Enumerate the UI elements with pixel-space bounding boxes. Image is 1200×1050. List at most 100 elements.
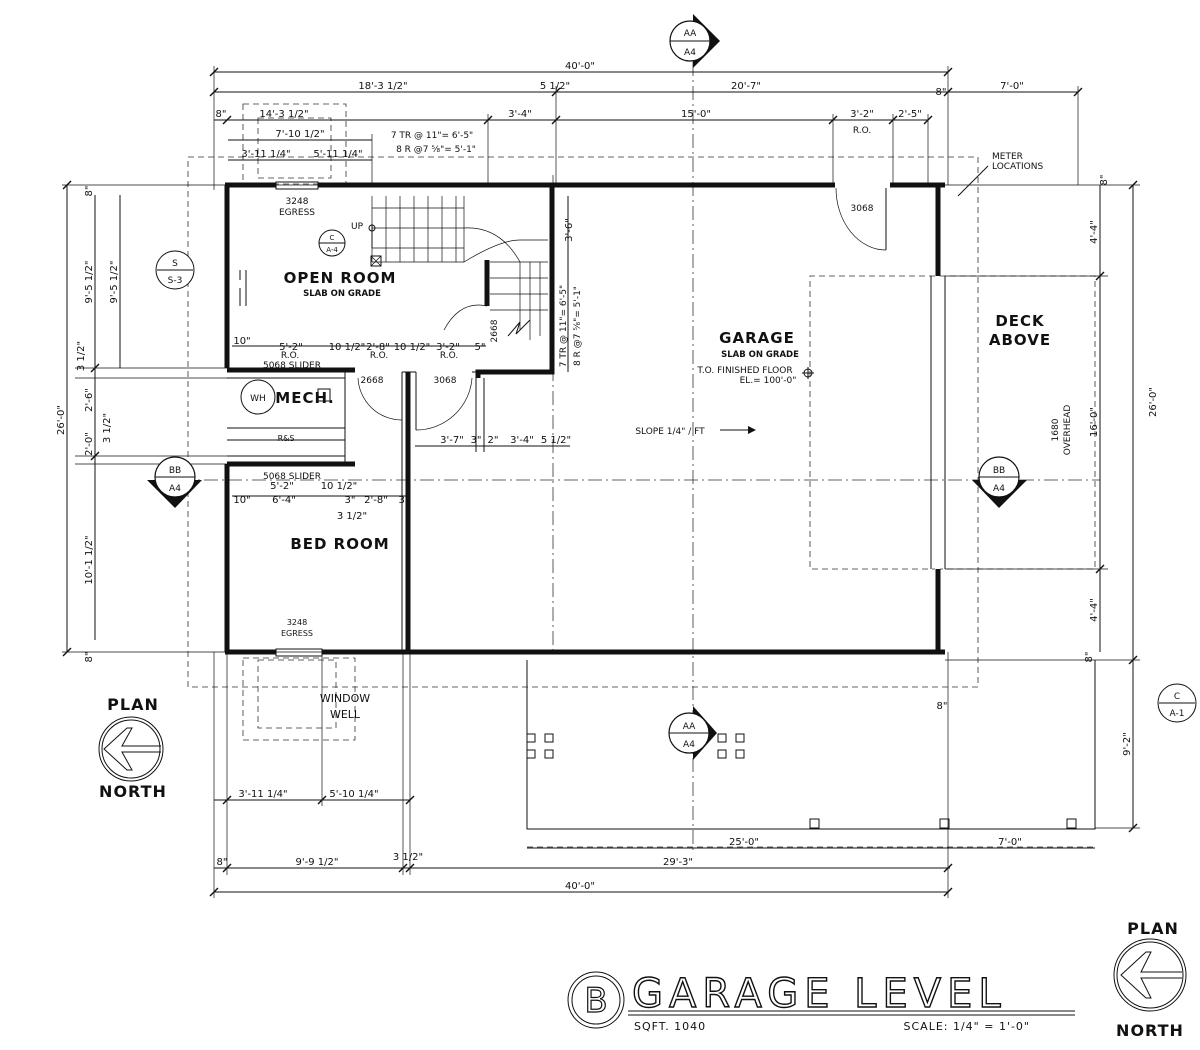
dim-left-b: 9'-5 1/2" — [109, 261, 120, 304]
meter-label: METER — [992, 152, 1023, 162]
dim-int-10d: 10 1/2" — [321, 481, 358, 492]
section-tag-bb-left: BB A4 — [147, 456, 202, 508]
north-arrow-left-icon — [103, 727, 161, 771]
dim-left-8b: 8" — [84, 652, 95, 663]
dimension-text: 40'-0" 18'-3 1/2" 5 1/2" 20'-7" 7'-0" 8"… — [56, 61, 1159, 892]
ro-label-2: R.O. — [370, 351, 388, 361]
title-block: B GARAGE LEVEL SQFT. 1040 SCALE: 1/4" = … — [567, 970, 1075, 1033]
dim-int-32: 3'-2" — [436, 342, 460, 353]
dim-int-3c: 3" — [399, 495, 410, 506]
side-window — [239, 270, 247, 306]
stairs — [368, 196, 548, 340]
mech-label: MECH. — [275, 389, 334, 407]
egress-window-bottom — [275, 648, 323, 657]
section-tag-a4-mid-label: A4 — [683, 740, 695, 750]
floor-elevation-value: EL.= 100'-0" — [740, 376, 797, 386]
meter-leader — [957, 165, 989, 197]
window-well-label-2: WELL — [330, 708, 361, 721]
door-3068-hall — [415, 372, 473, 431]
dim-int-28b: 2'-8" — [364, 495, 388, 506]
window-well-label: WINDOW — [320, 692, 370, 705]
stair-tread-note-vertical: 7 TR @ 11"= 6'-5" — [559, 285, 569, 367]
detail-tag-s-label: S — [172, 259, 178, 269]
dimension-lines — [62, 66, 1140, 898]
meter-locations-label: LOCATIONS — [992, 162, 1043, 172]
plan-notes: 3248 EGRESS 3248 EGRESS UP 7 TR @ 11"= 6… — [263, 126, 1073, 721]
slope-label: SLOPE 1/4" / FT — [635, 427, 705, 437]
section-tag-bb-left-label: BB — [169, 466, 181, 476]
door-2668-label: 2668 — [361, 376, 384, 386]
overhead-door-number: 1680 — [1051, 418, 1061, 441]
dim-top-total: 40'-0" — [565, 61, 595, 72]
dim-int-312: 3 1/2" — [337, 511, 367, 522]
deck-above-label: ABOVE — [989, 331, 1051, 349]
dim-int-52a: 5'-2" — [279, 342, 303, 353]
dim-row2-f: 2'-5" — [898, 109, 922, 120]
dim-int-36: 3'-6" — [564, 218, 575, 242]
detail-tag-c2-label: C — [1174, 692, 1180, 702]
dim-right-44a: 4'-4" — [1089, 220, 1100, 244]
title-sqft: SQFT. 1040 — [634, 1020, 706, 1033]
floor-elevation-label: T.O. FINISHED FLOOR — [696, 366, 792, 376]
dim-int-3: 3" — [471, 435, 482, 446]
title-letter: B — [584, 981, 607, 1021]
up-label: UP — [351, 222, 364, 232]
dim-int-2: 2" — [488, 435, 499, 446]
dim-row4-b: 5'-11 1/4" — [313, 149, 362, 160]
ro-label-1: R.O. — [281, 351, 299, 361]
dim-row4-a: 3'-11 1/4" — [241, 149, 290, 160]
detail-tag-a4c-label: A-4 — [326, 246, 338, 254]
detail-tag-a1-label: A-1 — [1170, 709, 1185, 719]
dimension-ticks — [62, 67, 1138, 897]
slope-arrow — [720, 426, 756, 434]
stair-riser-note: 8 R @7 ⅝"= 5'-1" — [396, 145, 476, 155]
dim-bottom-total: 40'-0" — [565, 881, 595, 892]
dim-int-5: 5" — [475, 342, 486, 353]
dim-bottom-99: 9'-9 1/2" — [296, 857, 339, 868]
dim-int-64: 6'-4" — [272, 495, 296, 506]
door-3068-hall-label: 3068 — [434, 376, 457, 386]
deck-label: DECK — [995, 312, 1045, 330]
overhead-door-label: OVERHEAD — [1063, 405, 1073, 456]
dim-left-d: 2'-6" — [84, 388, 95, 412]
garage-sub-label: SLAB ON GRADE — [721, 350, 799, 360]
section-tag-a4-right-label: A4 — [993, 484, 1005, 494]
dim-row2-c: 3'-4" — [508, 109, 532, 120]
dim-bottom-8b: 8" — [217, 857, 228, 868]
water-heater — [240, 379, 331, 415]
dim-bottom-293: 29'-3" — [663, 857, 693, 868]
door-3068-garage — [835, 187, 887, 251]
section-tag-a4-left-label: A4 — [169, 484, 181, 494]
driveway-outline — [526, 660, 1096, 848]
egress-top-label: EGRESS — [279, 208, 315, 218]
open-room-sub-label: SLAB ON GRADE — [303, 289, 381, 299]
egress-bottom-number: 3248 — [287, 618, 307, 627]
north-arrow-right-north: NORTH — [1116, 1021, 1184, 1040]
dim-int-37: 3'-7" — [440, 435, 464, 446]
dim-int-3b: 3" — [345, 495, 356, 506]
section-tag-bb-right: BB A4 — [972, 456, 1027, 508]
egress-bottom-label: EGRESS — [281, 629, 313, 638]
detail-tag-s3: S S-3 — [155, 250, 195, 290]
title-text: GARAGE LEVEL — [632, 971, 1007, 1017]
dim-top-b: 5 1/2" — [540, 81, 570, 92]
dim-bottom-312: 3 1/2" — [393, 852, 423, 863]
dim-right-16: 16'-0" — [1089, 407, 1100, 437]
section-tag-a4-top-label: A4 — [684, 48, 696, 58]
dim-right-44b: 4'-4" — [1089, 598, 1100, 622]
slider-bottom-label: 5068 SLIDER — [263, 472, 321, 482]
dim-top-a: 18'-3 1/2" — [358, 81, 407, 92]
window-well-outline — [242, 103, 356, 741]
section-tag-bb-right-label: BB — [993, 466, 1005, 476]
north-arrow-left: PLAN NORTH — [98, 695, 166, 801]
dim-left-total: 26'-0" — [56, 405, 67, 435]
door-2668-mech — [357, 377, 403, 421]
detail-tag-s3-label: S-3 — [168, 276, 183, 286]
slider-top-label: 5068 SLIDER — [263, 361, 321, 371]
roof-overhang-outline — [187, 156, 979, 688]
exterior-walls — [224, 182, 946, 655]
dim-int-5b: 5 1/2" — [541, 435, 571, 446]
detail-tag-a1: C A-1 — [1157, 683, 1197, 723]
section-tag-aa-mid-label: AA — [683, 722, 696, 732]
